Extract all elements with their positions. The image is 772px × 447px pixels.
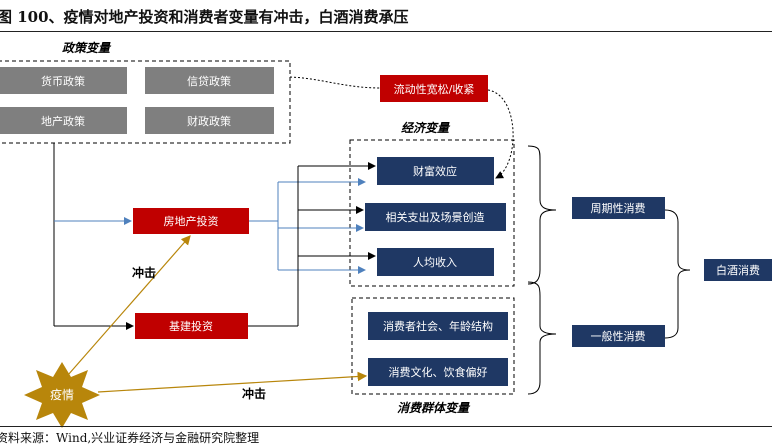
fiscal-policy-label: 财政政策 — [187, 114, 231, 128]
credit-policy-box — [145, 67, 274, 94]
baijiu-box — [704, 259, 772, 281]
policy-group-box — [0, 60, 291, 144]
liquidity-label: 流动性宽松/收紧 — [394, 82, 475, 96]
property-policy-label: 地产政策 — [41, 114, 85, 128]
economic-brace — [527, 145, 557, 285]
culture-box — [368, 358, 508, 386]
policy-to-liquidity-link — [289, 76, 381, 89]
epidemic-star-icon — [24, 362, 100, 428]
title-divider — [0, 31, 772, 32]
economic-group-box — [349, 139, 515, 287]
real-estate-invest-label: 房地产投资 — [164, 214, 219, 228]
related-spending-box — [365, 203, 506, 231]
monetary-policy-label: 货币政策 — [41, 74, 85, 88]
consumer-group-box — [351, 297, 515, 395]
liquidity-box — [380, 75, 488, 102]
fiscal-policy-box — [145, 107, 274, 134]
demographics-label: 消费者社会、年龄结构 — [383, 319, 493, 333]
wealth-effect-label: 财富效应 — [413, 164, 457, 178]
impact-label-2: 冲击 — [242, 386, 266, 401]
cyclical-box — [572, 197, 665, 219]
credit-policy-label: 信贷政策 — [187, 74, 231, 88]
property-policy-box — [0, 107, 127, 134]
epidemic-label: 疫情 — [50, 387, 74, 402]
epidemic-to-real-estate-arrow — [67, 235, 191, 376]
consumption-brace — [664, 209, 691, 339]
general-box — [572, 325, 665, 347]
consumer-group-label: 消费群体变量 — [397, 401, 471, 415]
wealth-effect-box — [377, 157, 494, 185]
cyclical-label: 周期性消费 — [591, 201, 646, 215]
footer-divider — [0, 426, 772, 427]
real-estate-invest-box — [133, 208, 249, 234]
consumer-brace — [527, 281, 557, 395]
demographics-box — [368, 312, 508, 340]
general-label: 一般性消费 — [591, 329, 646, 343]
monetary-policy-box — [0, 67, 127, 94]
culture-label: 消费文化、饮食偏好 — [389, 365, 488, 379]
infra-invest-label: 基建投资 — [169, 319, 213, 333]
policy-group-label: 政策变量 — [62, 41, 112, 55]
related-spending-label: 相关支出及场景创造 — [386, 210, 485, 224]
impact-label-1: 冲击 — [132, 265, 156, 280]
source-note: 资料来源：Wind,兴业证券经济与金融研究院整理 — [0, 431, 260, 445]
baijiu-label: 白酒消费 — [716, 263, 760, 277]
epidemic-to-culture-arrow — [97, 371, 368, 393]
infra-invest-box — [135, 313, 248, 339]
income-box — [377, 248, 494, 276]
income-label: 人均收入 — [413, 255, 457, 269]
figure-title: 图 100、疫情对地产投资和消费者变量有冲击，白酒消费承压 — [0, 8, 409, 26]
economic-group-label: 经济变量 — [401, 121, 451, 135]
